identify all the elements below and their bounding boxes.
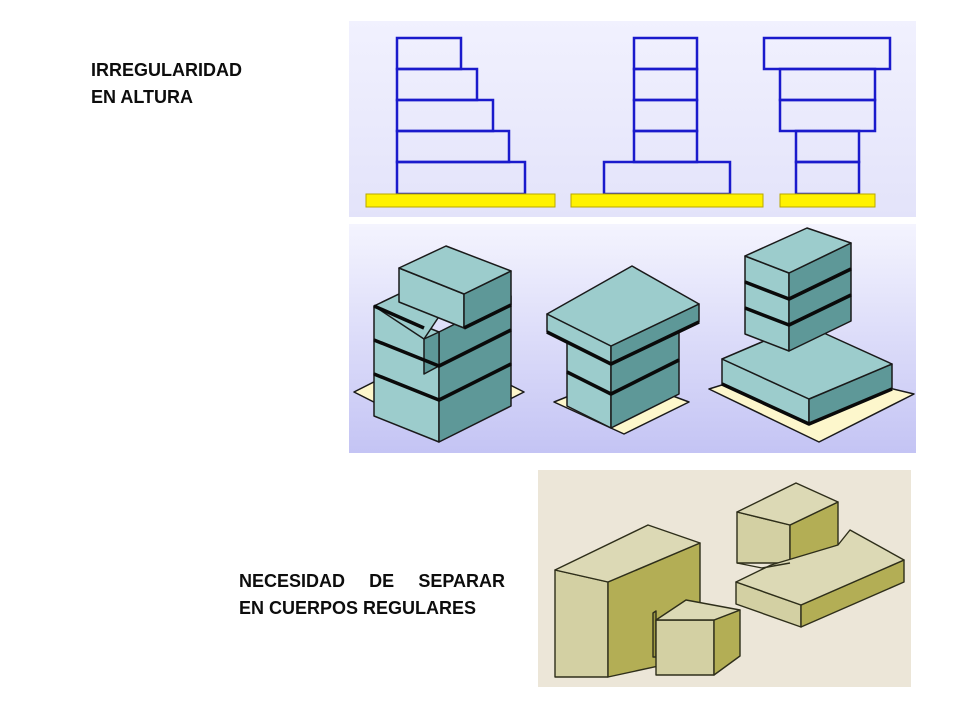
- ground-strip-middle: [570, 193, 764, 208]
- isometric-diagrams: [349, 224, 916, 453]
- separation-diagram: [538, 470, 911, 687]
- stepped-stack-isometric: [353, 245, 525, 443]
- separation-heading-line1: NECESIDAD DE SEPARAR: [239, 571, 505, 591]
- elevation-diagrams: [349, 21, 916, 217]
- inverted-stepped-elevation: [762, 36, 892, 196]
- overhanging-cap-isometric: [546, 265, 700, 435]
- right-lower-slab: [735, 529, 905, 628]
- ground-strip-left: [365, 193, 556, 208]
- irregularity-heading-line1: IRREGULARIDAD: [91, 60, 242, 80]
- separation-heading-line2: EN CUERPOS REGULARES: [239, 598, 477, 618]
- irregularity-heading-line2: EN ALTURA: [91, 87, 193, 107]
- small-front-block: [655, 599, 741, 676]
- irregularity-heading: IRREGULARIDAD EN ALTURA: [91, 57, 242, 111]
- ground-strip-right: [779, 193, 876, 208]
- separation-heading: NECESIDAD DE SEPARAR EN CUERPOS REGULARE…: [239, 568, 505, 622]
- podium-tower-isometric: [708, 227, 915, 443]
